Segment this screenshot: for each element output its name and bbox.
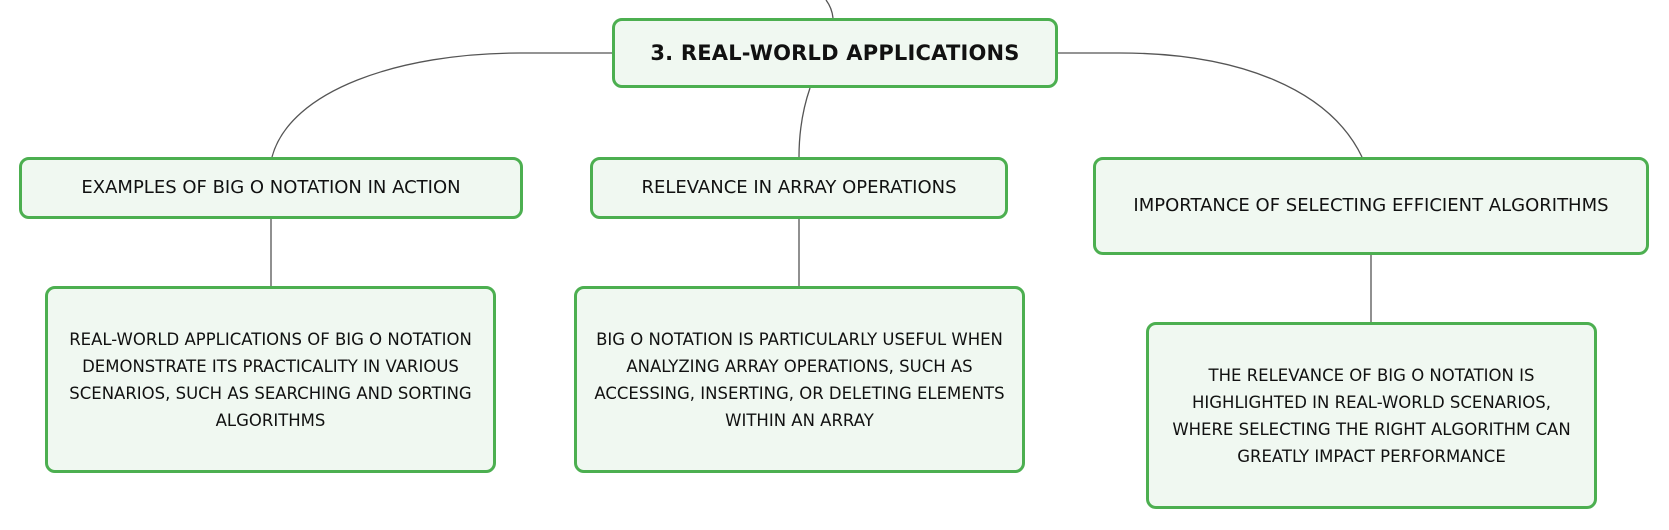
- leaf-text: THE RELEVANCE OF BIG O NOTATION IS HIGHL…: [1172, 365, 1571, 466]
- root-topic-title: 3. REAL-WORLD APPLICATIONS: [650, 41, 1020, 65]
- branch-node-array-operations[interactable]: RELEVANCE IN ARRAY OPERATIONS: [590, 157, 1008, 219]
- leaf-node-examples-detail[interactable]: REAL-WORLD APPLICATIONS OF BIG O NOTATIO…: [45, 286, 496, 473]
- branch-label: RELEVANCE IN ARRAY OPERATIONS: [641, 177, 957, 198]
- connector-root-to-branch-2: [798, 87, 811, 158]
- leaf-node-efficient-algorithms-detail[interactable]: THE RELEVANCE OF BIG O NOTATION IS HIGHL…: [1146, 322, 1597, 509]
- connector-root-to-branch-1: [271, 52, 612, 158]
- root-topic-node[interactable]: 3. REAL-WORLD APPLICATIONS: [612, 18, 1058, 88]
- leaf-text: BIG O NOTATION IS PARTICULARLY USEFUL WH…: [594, 329, 1005, 430]
- branch-label: IMPORTANCE OF SELECTING EFFICIENT ALGORI…: [1133, 195, 1609, 216]
- branch-node-examples-in-action[interactable]: EXAMPLES OF BIG O NOTATION IN ACTION: [19, 157, 523, 219]
- connector-parent-to-root: [825, 0, 834, 19]
- branch-label: EXAMPLES OF BIG O NOTATION IN ACTION: [81, 177, 461, 198]
- connector-root-to-branch-3: [1058, 52, 1363, 158]
- leaf-node-array-operations-detail[interactable]: BIG O NOTATION IS PARTICULARLY USEFUL WH…: [574, 286, 1025, 473]
- leaf-text: REAL-WORLD APPLICATIONS OF BIG O NOTATIO…: [69, 329, 472, 430]
- branch-node-efficient-algorithms[interactable]: IMPORTANCE OF SELECTING EFFICIENT ALGORI…: [1093, 157, 1649, 255]
